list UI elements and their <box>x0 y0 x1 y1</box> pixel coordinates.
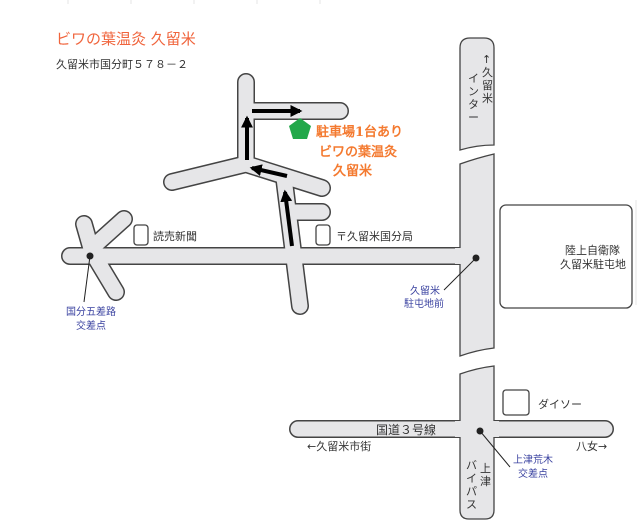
svg-text:津: 津 <box>480 475 491 488</box>
daiso-label: ダイソー <box>538 397 582 411</box>
destination-line1: 駐車場1台あり <box>316 124 403 140</box>
svg-text:ン: ン <box>468 85 479 98</box>
svg-text:留: 留 <box>482 79 493 92</box>
svg-text:↑: ↑ <box>482 53 491 66</box>
page-grid <box>67 0 637 305</box>
daiso-box <box>502 389 530 416</box>
destination-marker-icon <box>289 118 311 139</box>
kamitsu-label-2: 交差点 <box>518 467 548 480</box>
jsdf-label-2: 久留米駐屯地 <box>560 257 626 271</box>
post-office-label: 〒久留米国分局 <box>336 230 413 243</box>
kokubu-label-1: 国分五差路 <box>66 305 116 318</box>
svg-text:久: 久 <box>482 66 493 79</box>
kokubu-label-2: 交差点 <box>76 319 106 332</box>
svg-text:米: 米 <box>482 92 493 105</box>
jsdf-box <box>499 204 633 309</box>
svg-text:上: 上 <box>480 462 491 475</box>
destination-line2: ビワの葉温灸 <box>319 144 397 160</box>
chutonchi-label-1: 久留米 <box>410 284 440 297</box>
post-office-box <box>315 224 331 246</box>
svg-text:ー: ー <box>468 111 479 124</box>
yomiuri-box <box>133 224 149 246</box>
to-city-label: ←久留米市街 <box>307 439 371 453</box>
chutonchi-label-2: 駐屯地前 <box>404 297 444 310</box>
route-arrows <box>241 105 303 247</box>
destination-line3: 久留米 <box>333 163 373 179</box>
address: 久留米市国分町５７８－２ <box>56 57 188 71</box>
svg-text:ス: ス <box>466 498 477 511</box>
to-yame-label: 八女→ <box>576 439 607 453</box>
svg-text:タ: タ <box>468 98 479 111</box>
route3-label: 国道３号線 <box>376 422 436 437</box>
svg-text:バ: バ <box>466 459 477 472</box>
svg-text:イ: イ <box>466 472 477 485</box>
svg-text:パ: パ <box>466 485 477 498</box>
jsdf-label-1: 陸上自衛隊 <box>565 243 620 257</box>
map-title: ビワの葉温灸 久留米 <box>56 30 196 48</box>
yomiuri-label: 読売新聞 <box>153 229 197 243</box>
svg-text:イ: イ <box>468 72 479 85</box>
kamitsu-label-1: 上津荒木 <box>513 454 553 466</box>
bypass-label: 上 津 バ イ パ ス <box>466 459 491 511</box>
to-ic-label: ↑ 久 留 米 イ ン タ ー <box>468 53 493 124</box>
